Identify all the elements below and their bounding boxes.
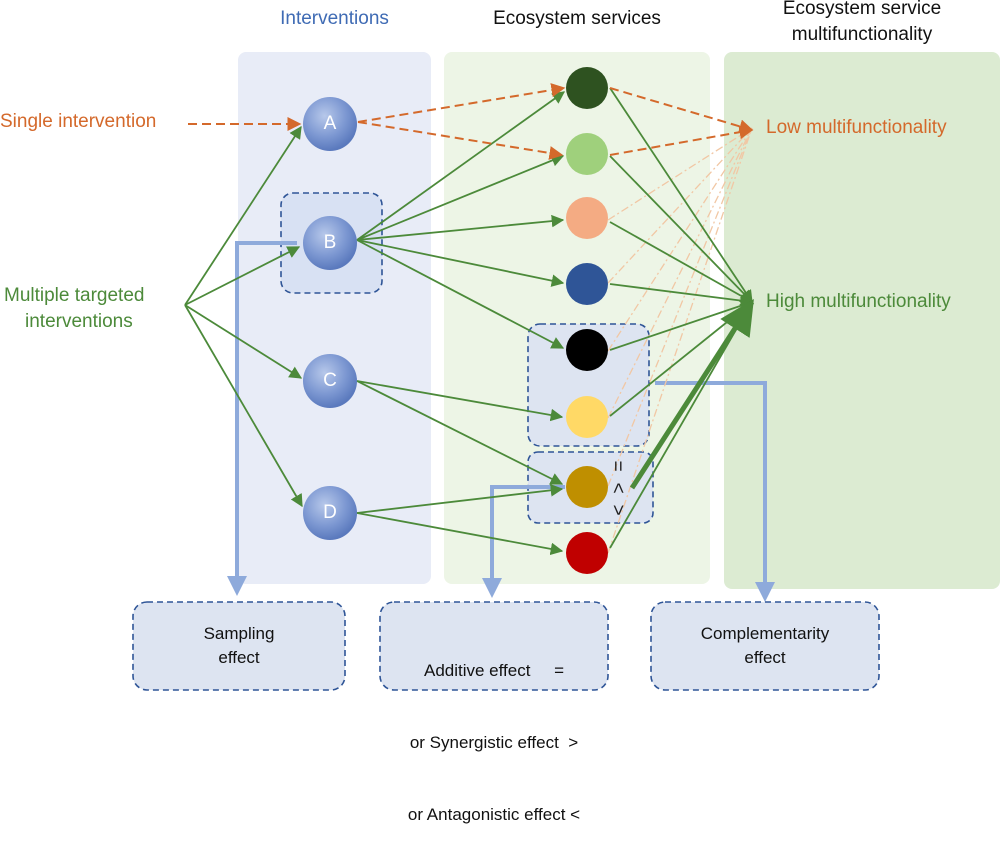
greater-symbol: >	[609, 482, 630, 494]
intervention-node-d	[303, 486, 357, 540]
service-yellow	[566, 396, 608, 438]
complementarity-effect-line1: Complementarity	[700, 624, 830, 643]
service-circles	[566, 67, 608, 574]
service-gold	[566, 466, 608, 508]
sampling-effect-line2: effect	[218, 648, 260, 667]
multifunctionality-header-line2: multifunctionality	[791, 24, 933, 45]
multiple-interventions-label-line2: interventions	[25, 311, 133, 332]
service-blue	[566, 263, 608, 305]
green-arrows	[184, 87, 755, 556]
complementarity-effect-text: Complementarity effect	[651, 622, 879, 670]
sampling-effect-box	[132, 601, 346, 691]
complementarity-effect-box	[650, 601, 880, 691]
service-black	[566, 329, 608, 371]
intervention-label-a: A	[323, 113, 337, 134]
ecosystem-services-header: Ecosystem services	[493, 8, 661, 29]
sampling-effect-text: Sampling effect	[133, 622, 345, 670]
sampling-connector	[227, 241, 297, 596]
multifunctionality-header-line1: Ecosystem service	[782, 0, 942, 19]
equal-symbol: =	[609, 460, 630, 472]
orange-arrows	[188, 83, 754, 160]
intervention-label-d: D	[323, 502, 337, 523]
diagram-canvas	[132, 52, 1000, 691]
additive-effect-box	[379, 601, 609, 691]
service-red	[566, 532, 608, 574]
interventions-header: Interventions	[280, 8, 389, 29]
diagram: Interventions Ecosystem services Ecosyst…	[0, 0, 1000, 824]
multiple-interventions-label-line1: Multiple targeted	[4, 285, 145, 306]
service-salmon	[566, 197, 608, 239]
high-multifunctionality-label: High multifunctionality	[766, 291, 951, 312]
additive-effect-text: Additive effect = or Synergistic effect …	[380, 611, 608, 851]
less-symbol: <	[609, 504, 630, 516]
service-light-green	[566, 133, 608, 175]
complementarity-connector	[655, 381, 775, 602]
intervention-label-c: C	[323, 370, 337, 391]
multifunctionality-panel	[724, 52, 1000, 589]
sampling-effect-line1: Sampling	[203, 624, 275, 643]
services-panel	[444, 52, 710, 584]
additive-effect-line3: or Antagonistic effect <	[407, 805, 581, 824]
single-intervention-label: Single intervention	[0, 111, 157, 132]
additive-effect-line1: Additive effect =	[423, 661, 565, 680]
intervention-node-b	[303, 216, 357, 270]
interventions-panel	[238, 52, 431, 584]
additive-connector	[482, 485, 565, 598]
service-dark-green	[566, 67, 608, 109]
faint-low-lines	[607, 127, 753, 554]
intervention-node-c	[303, 354, 357, 408]
complementarity-effect-line2: effect	[744, 648, 786, 667]
low-multifunctionality-label: Low multifunctionality	[766, 117, 947, 138]
intervention-node-a	[303, 97, 357, 151]
additive-effect-line2: or Synergistic effect >	[409, 733, 579, 752]
intervention-label-b: B	[323, 232, 337, 253]
